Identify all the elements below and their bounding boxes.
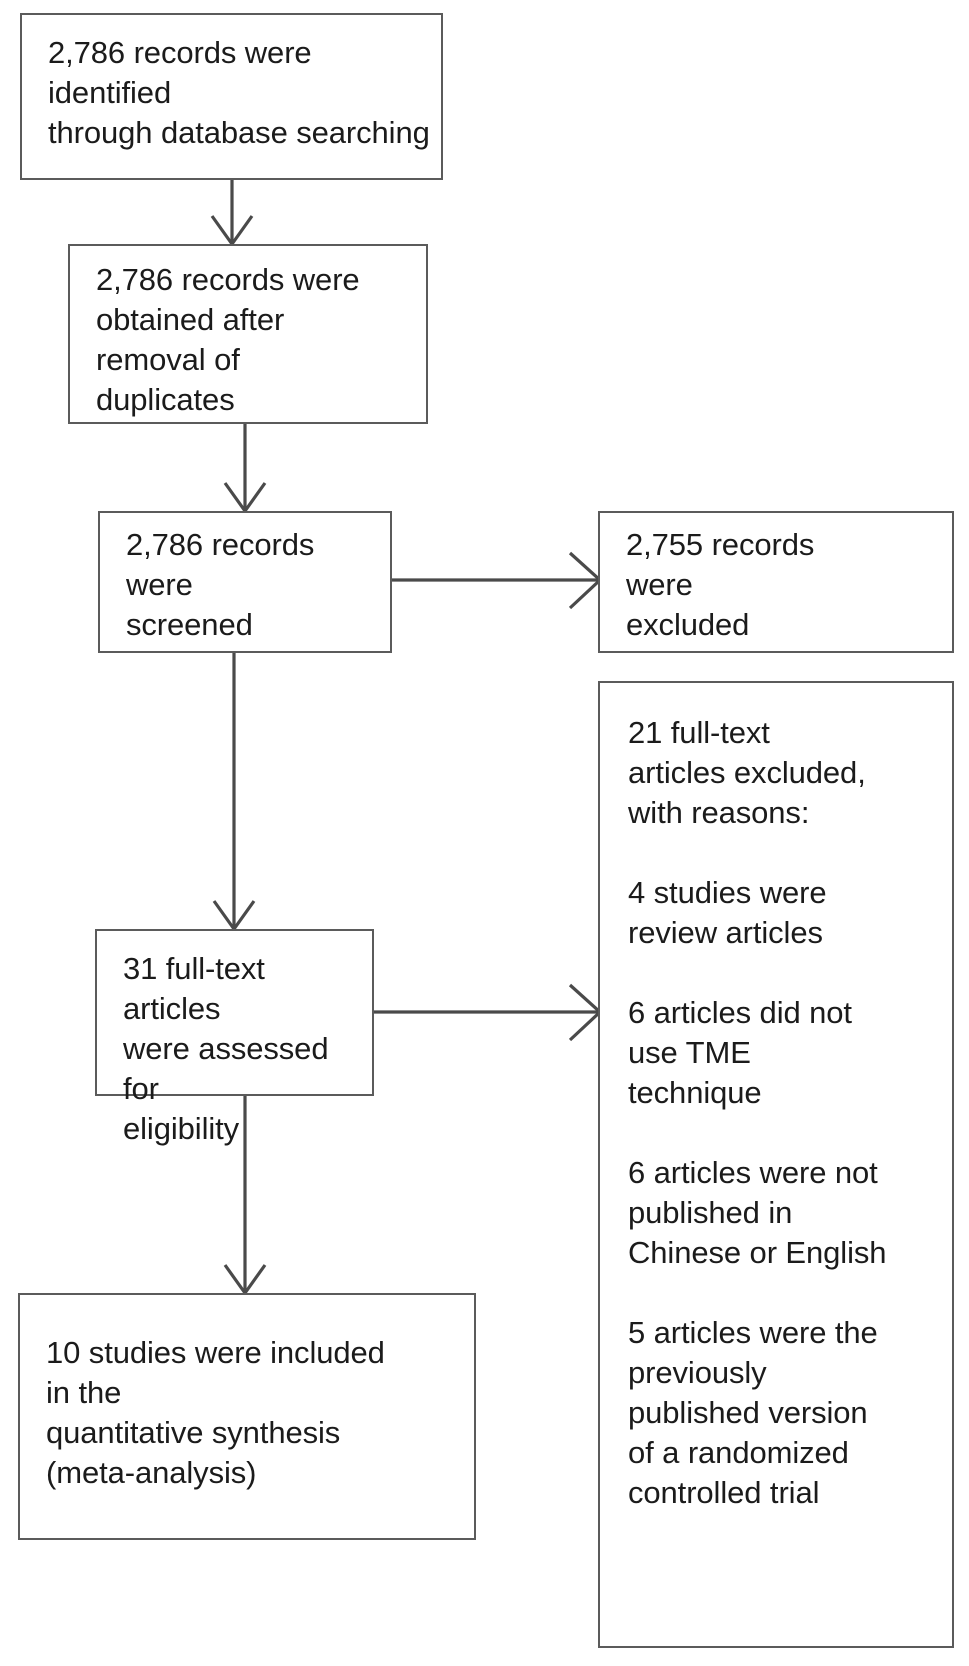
node-eligibility: 31 full-text articles were assessed for … <box>95 929 374 1146</box>
node-screened-text: 2,786 records were screened <box>126 527 315 642</box>
node-after-duplicates: 2,786 records were obtained after remova… <box>68 244 428 424</box>
node-records-excluded-text: 2,755 records were excluded <box>626 527 815 642</box>
arrow-after-duplicates-to-screened <box>223 423 267 514</box>
node-fulltext-excluded-text: 21 full-text articles excluded, with rea… <box>628 715 887 1510</box>
node-included-text: 10 studies were included in the quantita… <box>46 1335 385 1490</box>
node-included: 10 studies were included in the quantita… <box>18 1293 476 1540</box>
node-fulltext-excluded: 21 full-text articles excluded, with rea… <box>598 681 954 1648</box>
node-identification-text: 2,786 records were identified through da… <box>48 35 430 150</box>
node-identification: 2,786 records were identified through da… <box>20 13 443 180</box>
node-screened: 2,786 records were screened <box>98 511 392 653</box>
node-records-excluded: 2,755 records were excluded <box>598 511 954 653</box>
node-after-duplicates-text: 2,786 records were obtained after remova… <box>96 262 360 417</box>
arrow-eligibility-to-fulltext-excluded <box>374 983 603 1042</box>
arrow-identification-to-after-duplicates <box>210 180 254 247</box>
arrow-screened-to-records-excluded <box>392 551 603 610</box>
node-eligibility-text: 31 full-text articles were assessed for … <box>123 951 329 1146</box>
arrow-screened-to-eligibility <box>212 652 256 932</box>
